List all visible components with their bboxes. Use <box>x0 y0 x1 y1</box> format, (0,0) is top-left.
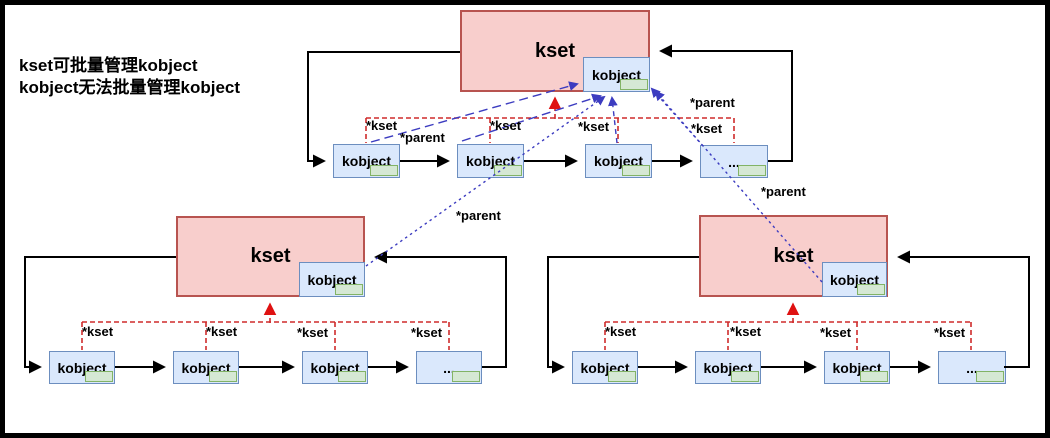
member-kobject: kobject <box>572 351 638 384</box>
list-tail-marker <box>494 165 522 176</box>
list-tail-marker <box>608 371 636 382</box>
bl-loop-right-link <box>374 250 507 368</box>
list-tail-marker <box>976 371 1004 382</box>
member-kobject: kobject <box>824 351 890 384</box>
list-tail-marker <box>370 165 398 176</box>
top-loop-right-link <box>659 44 793 162</box>
member-kobject: kobject <box>302 351 368 384</box>
br-loop-right-link <box>897 250 1030 368</box>
kset-pointer-label: *kset <box>691 121 723 136</box>
kset-pointer-label: *kset <box>730 324 762 339</box>
list-tail-marker <box>731 371 759 382</box>
annotation-text: kset可批量管理kobject kobject无法批量管理kobject <box>19 55 240 99</box>
parent-line-top-member3 <box>607 96 618 144</box>
list-tail-marker <box>860 371 888 382</box>
kset-title: kset <box>250 245 291 267</box>
br-loop-left-link <box>547 256 699 374</box>
ellipsis-label: ... <box>443 359 455 376</box>
list-tail-marker <box>620 79 648 90</box>
kset-box-top: kset <box>460 10 650 92</box>
kobject-label: kobject <box>307 271 357 288</box>
member-kobject: kobject <box>173 351 239 384</box>
member-kobject-ellipsis: ... <box>700 145 768 178</box>
kset-pointer-label: *kset <box>578 119 610 134</box>
kobject-label: kobject <box>829 271 879 288</box>
top-loop-left-link <box>307 51 460 168</box>
parent-line-top-member2 <box>461 93 602 142</box>
parent-pointer-label: *parent <box>456 208 501 223</box>
embedded-kobject-top: kobject <box>583 57 650 92</box>
list-tail-marker <box>857 284 885 295</box>
kset-pointer-label: *kset <box>82 324 114 339</box>
member-kobject-ellipsis: ... <box>416 351 482 384</box>
ellipsis-label: ... <box>728 153 740 170</box>
embedded-kobject-bottom-left: kobject <box>299 262 365 297</box>
list-tail-marker <box>338 371 366 382</box>
kset-pointer-label: *kset <box>820 325 852 340</box>
parent-pointer-label: *parent <box>400 130 445 145</box>
kset-pointer-label: *kset <box>297 325 329 340</box>
parent-pointer-label: *parent <box>761 184 806 199</box>
kset-pointer-label: *kset <box>605 324 637 339</box>
kset-pointer-label: *kset <box>366 118 398 133</box>
embedded-kobject-bottom-right: kobject <box>822 262 887 297</box>
member-kobject: kobject <box>585 144 652 178</box>
list-tail-marker <box>738 165 766 176</box>
annotation-line-2: kobject无法批量管理kobject <box>19 78 241 97</box>
list-tail-marker <box>85 371 113 382</box>
kset-title: kset <box>773 244 814 267</box>
list-tail-marker <box>452 371 480 382</box>
kset-title: kset <box>534 39 576 62</box>
parent-line-top-member1 <box>370 81 579 143</box>
list-tail-marker <box>209 371 237 382</box>
kset-pointer-label: *kset <box>411 325 443 340</box>
bl-loop-left-link <box>24 256 176 374</box>
top-kset-pointer-rail <box>365 117 735 143</box>
member-kobject: kobject <box>333 144 400 178</box>
list-tail-marker <box>622 165 650 176</box>
member-kobject: kobject <box>695 351 761 384</box>
member-kobject: kobject <box>49 351 115 384</box>
br-kset-pointer-rail <box>604 321 972 350</box>
kset-pointer-label: *kset <box>934 325 966 340</box>
parent-line-bl-kobject <box>365 95 606 267</box>
parent-line-br-kobject <box>654 90 823 283</box>
annotation-line-1: kset可批量管理kobject <box>19 56 198 75</box>
member-kobject-ellipsis: ... <box>938 351 1006 384</box>
kobject-label: kobject <box>591 66 641 83</box>
kset-pointer-label: *kset <box>490 118 522 133</box>
parent-pointer-label: *parent <box>690 95 735 110</box>
ellipsis-label: ... <box>966 359 978 376</box>
list-tail-marker <box>335 284 363 295</box>
kset-pointer-label: *kset <box>206 324 238 339</box>
bl-kset-pointer-rail <box>81 321 450 350</box>
